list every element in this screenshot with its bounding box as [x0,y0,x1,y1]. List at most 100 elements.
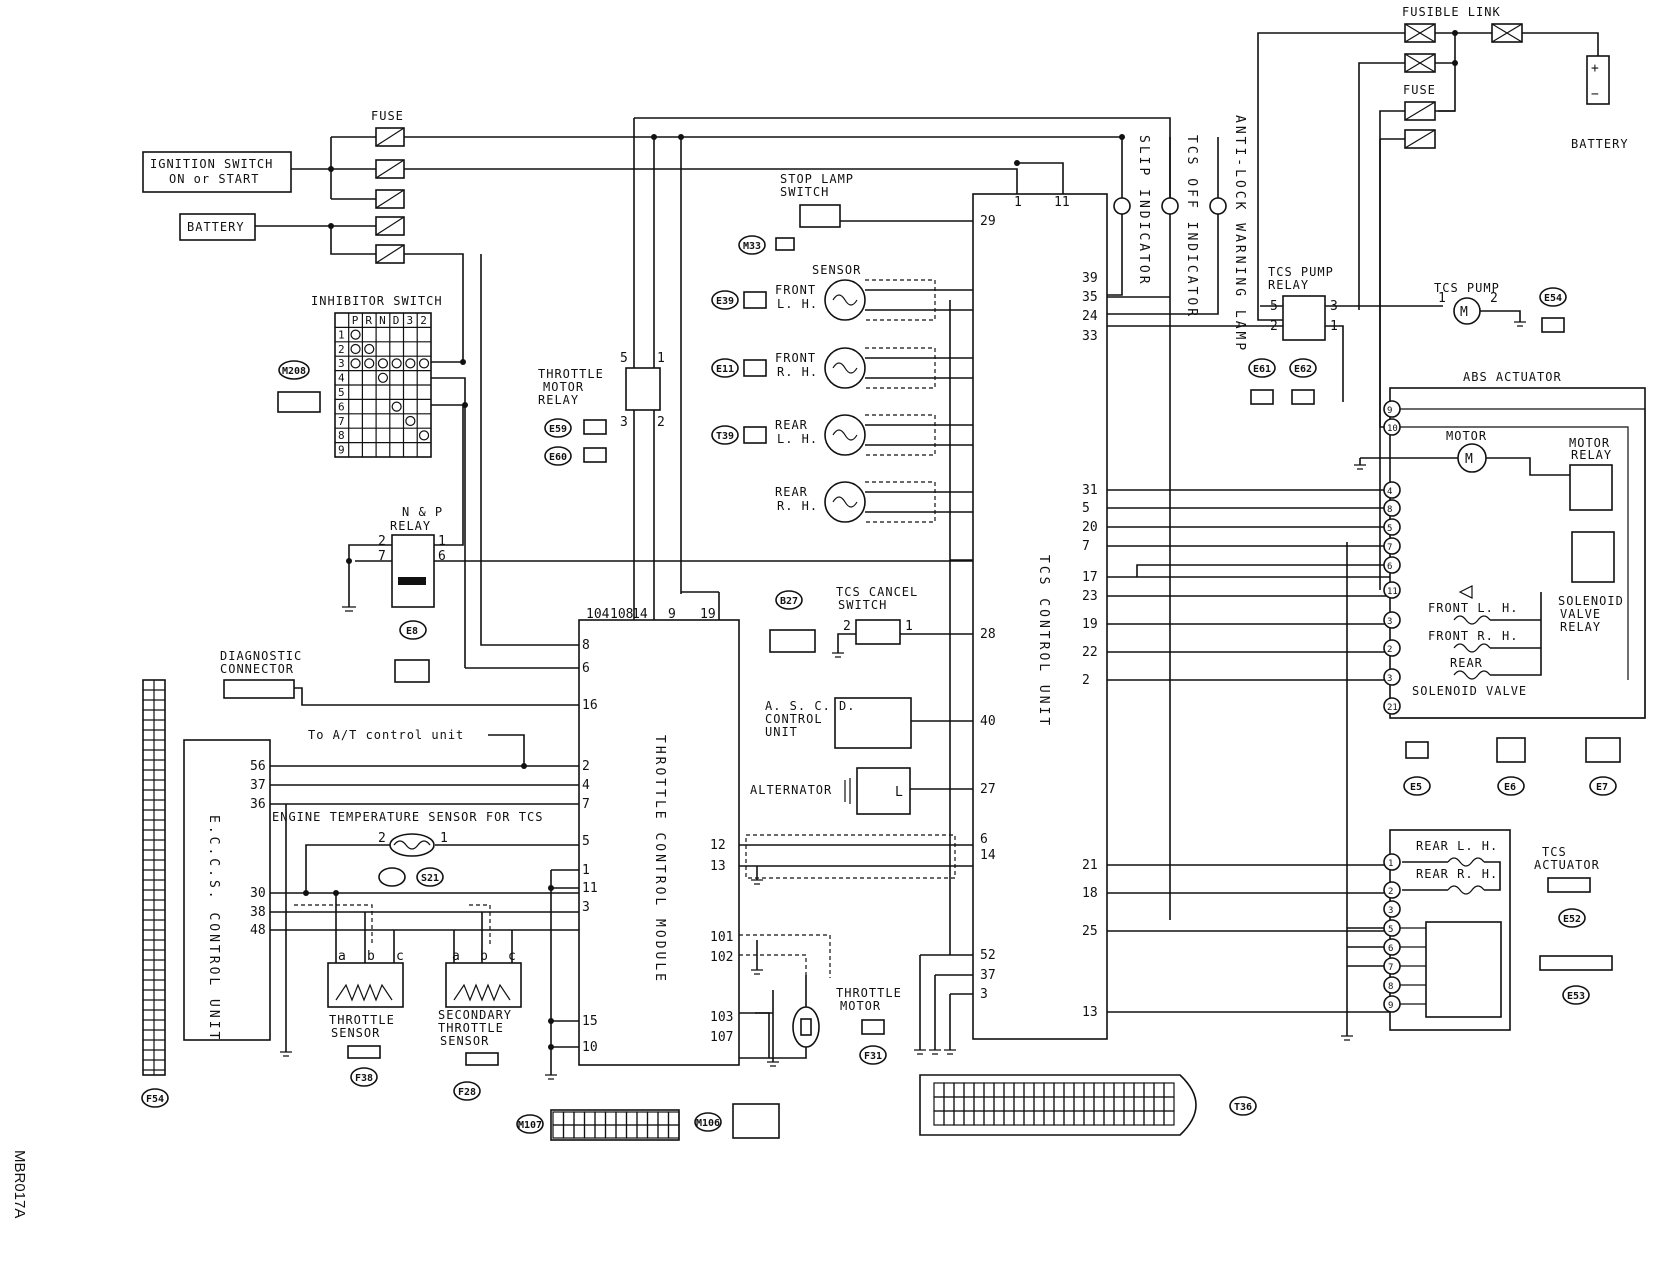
svg-text:F31: F31 [864,1051,882,1062]
abs-pin-number: 9 [1387,406,1392,416]
connector-T36: T36 [919,1074,1257,1136]
tcs-right-pin: 7 [1082,539,1090,554]
inhibitor-row: 8 [338,429,345,442]
svg-text:30: 30 [250,886,266,901]
svg-text:b: b [480,949,488,964]
svg-text:ALTERNATOR: ALTERNATOR [750,783,832,797]
secondary-throttle-sensor: a b c SECONDARY THROTTLE SENSOR F28 [438,904,522,1101]
abs-connectors: E5 E6 E7 [1403,737,1621,796]
inhibitor-row: 5 [338,386,345,399]
abs-pin [1383,556,1401,574]
abs-pin [1383,518,1401,536]
left-fuse-block: FUSE [328,109,405,264]
sensor-position: FRONT [775,283,816,297]
tcs-right-pin: 23 [1082,589,1098,604]
svg-text:F54: F54 [146,1094,164,1105]
sensor-position: REAR [775,418,808,432]
svg-text:REAR L. H.: REAR L. H. [1416,839,1498,853]
inhibitor-col: R [365,314,372,327]
tcm-top-pin: 9 [668,607,676,622]
abs-pin-number: 3 [1387,617,1392,627]
svg-text:3: 3 [620,415,628,430]
svg-text:+: + [1591,61,1599,76]
inhibitor-row: 3 [338,357,345,370]
svg-text:TCS CONTROL UNIT: TCS CONTROL UNIT [1036,555,1051,728]
abs-pin-number: 21 [1387,703,1398,713]
svg-text:ENGINE TEMPERATURE SENSOR FOR: ENGINE TEMPERATURE SENSOR FOR TCS [272,810,543,824]
actuator-pin [1383,900,1401,918]
sensor-side: R. H. [777,499,818,513]
tcs-right-pin: 21 [1082,858,1098,873]
svg-text:E61: E61 [1253,364,1271,375]
connector-label: E11 [716,364,734,375]
tcm-left-pin: 2 [582,759,590,774]
svg-text:DIAGNOSTIC: DIAGNOSTIC [220,649,302,663]
svg-text:1: 1 [438,534,446,549]
svg-text:MOTOR: MOTOR [840,999,881,1013]
tcs-right-pin: 13 [1082,1005,1098,1020]
tcs-right-pin: 39 [1082,271,1098,286]
svg-text:36: 36 [250,797,266,812]
ignition-switch: IGNITION SWITCH ON or START [142,151,331,193]
tcs-top-pin: 11 [1054,195,1070,210]
svg-text:SENSOR: SENSOR [440,1034,489,1048]
tcm-left-pin: 3 [582,900,590,915]
svg-text:THROTTLE CONTROL MODULE: THROTTLE CONTROL MODULE [652,735,667,984]
actuator-pin [1383,853,1401,871]
tcm-left-pin: 6 [582,661,590,676]
svg-text:38: 38 [250,905,266,920]
tcs-left-pin: 27 [980,782,996,797]
abs-pin [1383,639,1401,657]
svg-text:E53: E53 [1567,991,1585,1002]
abs-pin-number: 2 [1387,645,1392,655]
inhibitor-col: P [352,314,359,327]
svg-text:M33: M33 [743,241,761,252]
svg-text:CONTROL: CONTROL [765,712,823,726]
abs-pin [1383,611,1401,629]
svg-text:E60: E60 [549,452,567,463]
svg-text:N & P: N & P [402,505,443,519]
abs-pin-number: 6 [1387,562,1392,572]
np-relay: N & P RELAY 2 1 7 6 E8 [342,405,973,683]
svg-text:M107: M107 [518,1120,542,1131]
tcs-left-pin: 14 [980,848,996,863]
tcm-left-pin: 15 [582,1014,598,1029]
svg-text:1: 1 [657,351,665,366]
svg-text:MOTOR: MOTOR [1569,436,1610,450]
svg-text:A. S. C. D.: A. S. C. D. [765,699,855,713]
svg-text:1: 1 [440,831,448,846]
reference-code: MBR017A [11,1150,28,1219]
svg-text:S21: S21 [421,873,439,884]
abs-pin [1383,668,1401,686]
inhibitor-col: D [393,314,400,327]
actuator-pin-number: 2 [1388,887,1393,897]
ascd-control-unit: A. S. C. D. CONTROL UNIT [765,697,973,749]
svg-text:5: 5 [620,351,628,366]
svg-text:RELAY: RELAY [390,519,431,533]
svg-text:RELAY: RELAY [1268,278,1309,292]
tcm-left-pin: 8 [582,638,590,653]
tcs-right-pin: 19 [1082,617,1098,632]
eccs-control-unit: E.C.C.S. CONTROL UNIT 56 37 36 30 38 48 … [183,728,579,1042]
svg-text:MOTOR: MOTOR [1446,429,1487,443]
engine-temp-sensor: ENGINE TEMPERATURE SENSOR FOR TCS 2 1 S2… [272,810,579,896]
svg-text:E8: E8 [406,626,418,637]
svg-text:ANTI-LOCK WARNING LAMP: ANTI-LOCK WARNING LAMP [1232,115,1247,353]
tcm-right-pin: 103 [710,1010,733,1025]
inhibitor-col: N [379,314,386,327]
tcs-right-pin: 5 [1082,501,1090,516]
svg-text:c: c [508,949,516,964]
svg-text:E62: E62 [1294,364,1312,375]
tcs-left-pin: 3 [980,987,988,1002]
svg-text:SWITCH: SWITCH [838,598,887,612]
svg-text:SENSOR: SENSOR [812,263,861,277]
inhibitor-row: 7 [338,415,345,428]
abs-pin [1383,537,1401,555]
svg-text:M: M [1465,452,1473,467]
tcm-top-pin: 108 [610,607,633,622]
tcm-left-pin: 7 [582,797,590,812]
tcs-left-pin: 29 [980,214,996,229]
svg-text:E54: E54 [1544,293,1562,304]
tcs-pump: TCS PUMP M 1 2 E54 [1434,281,1567,333]
